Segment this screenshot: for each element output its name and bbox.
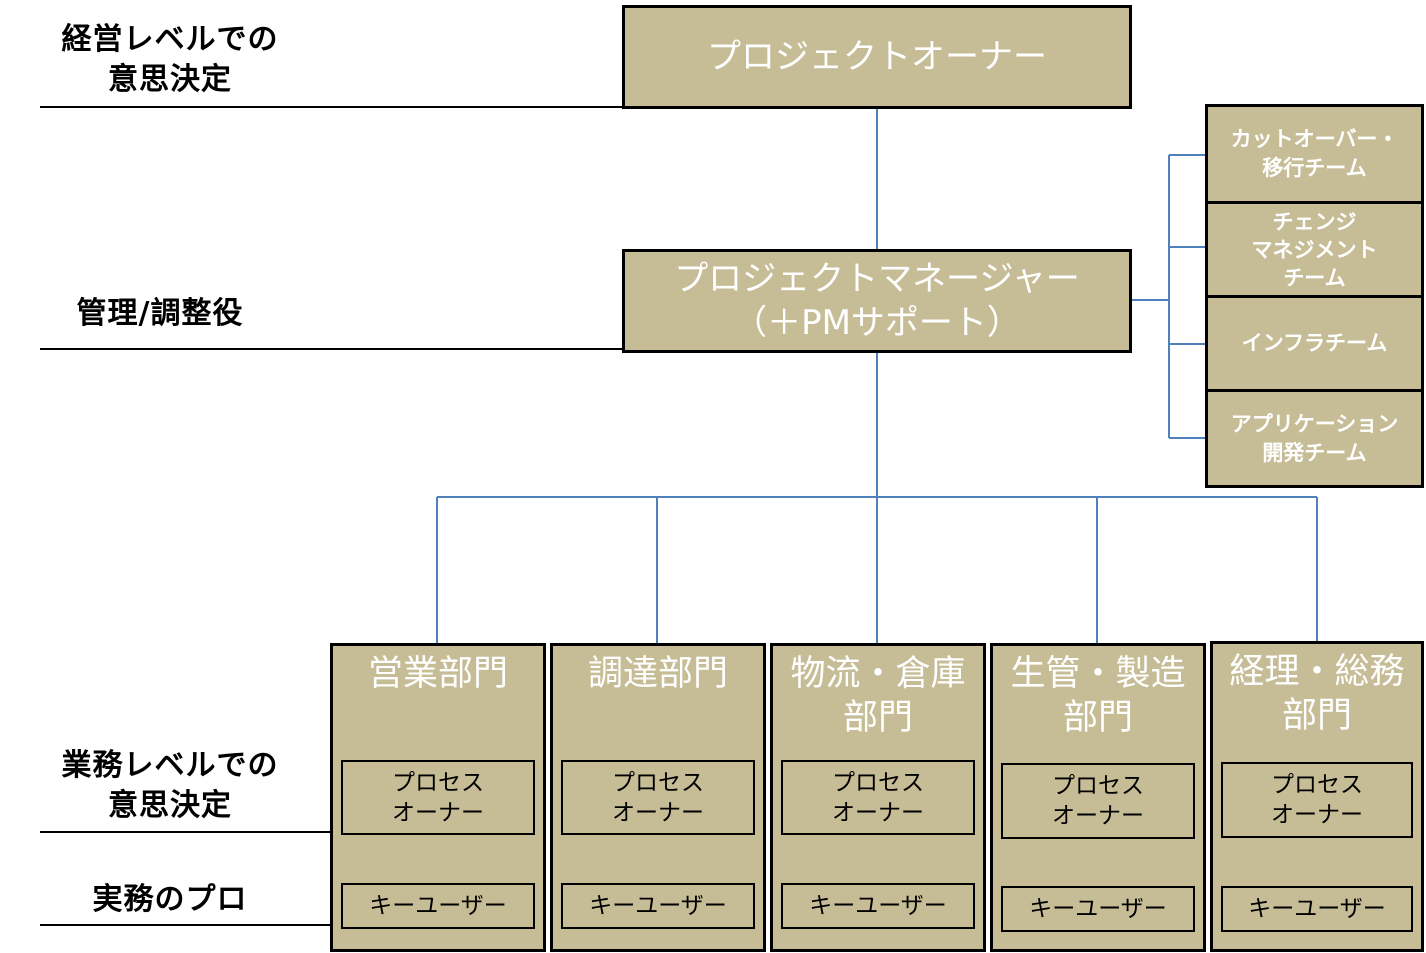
project-manager-box: プロジェクトマネージャー （＋PMサポート） [622,249,1132,353]
project-owner-box: プロジェクトオーナー [622,5,1132,109]
department-name: 物流・倉庫 部門 [790,654,966,738]
team-label: アプリケーション 開発チーム [1230,411,1399,465]
team-label: インフラチーム [1241,331,1388,355]
process-owner-box: プロセス オーナー [1221,762,1413,838]
team-cutover-migration: カットオーバー・ 移行チーム [1205,104,1424,204]
team-label: カットオーバー・ 移行チーム [1230,127,1399,180]
department-name: 生管・製造 部門 [1010,654,1186,738]
team-infrastructure: インフラチーム [1205,295,1424,392]
process-owner-box: プロセス オーナー [781,760,975,835]
label-business-decision: 業務レベルでの 意思決定 [61,748,279,823]
key-user-box: キーユーザー [1221,886,1413,932]
level-line-practitioners [40,924,340,926]
key-user-box: キーユーザー [341,883,535,929]
label-practitioners: 実務のプロ [92,882,248,917]
level-line-coordination [40,348,624,350]
department-name: 調達部門 [587,654,728,694]
label-coordination: 管理/調整役 [76,296,244,331]
team-label: チェンジ マネジメント チーム [1251,209,1378,290]
project-manager-title: プロジェクトマネージャー （＋PMサポート） [674,259,1080,343]
level-line-business [40,831,340,833]
key-user-box: キーユーザー [1001,886,1195,932]
department-name: 経理・総務 部門 [1229,652,1405,736]
level-line-management [40,106,624,108]
department-accounting-general-affairs: 経理・総務 部門 プロセス オーナー キーユーザー [1210,641,1424,952]
process-owner-box: プロセス オーナー [561,760,755,835]
department-name: 営業部門 [367,654,508,694]
team-application-development: アプリケーション 開発チーム [1205,389,1424,488]
key-user-box: キーユーザー [781,883,975,929]
process-owner-box: プロセス オーナー [1001,763,1195,839]
department-logistics-warehouse: 物流・倉庫 部門 プロセス オーナー キーユーザー [770,643,986,952]
department-procurement: 調達部門 プロセス オーナー キーユーザー [550,643,766,952]
team-change-management: チェンジ マネジメント チーム [1205,201,1424,298]
label-management-decision: 経営レベルでの 意思決定 [61,22,279,97]
key-user-box: キーユーザー [561,883,755,929]
department-sales: 営業部門 プロセス オーナー キーユーザー [330,643,546,952]
process-owner-box: プロセス オーナー [341,760,535,835]
department-production-manufacturing: 生管・製造 部門 プロセス オーナー キーユーザー [990,643,1206,952]
project-owner-title: プロジェクトオーナー [707,37,1047,77]
